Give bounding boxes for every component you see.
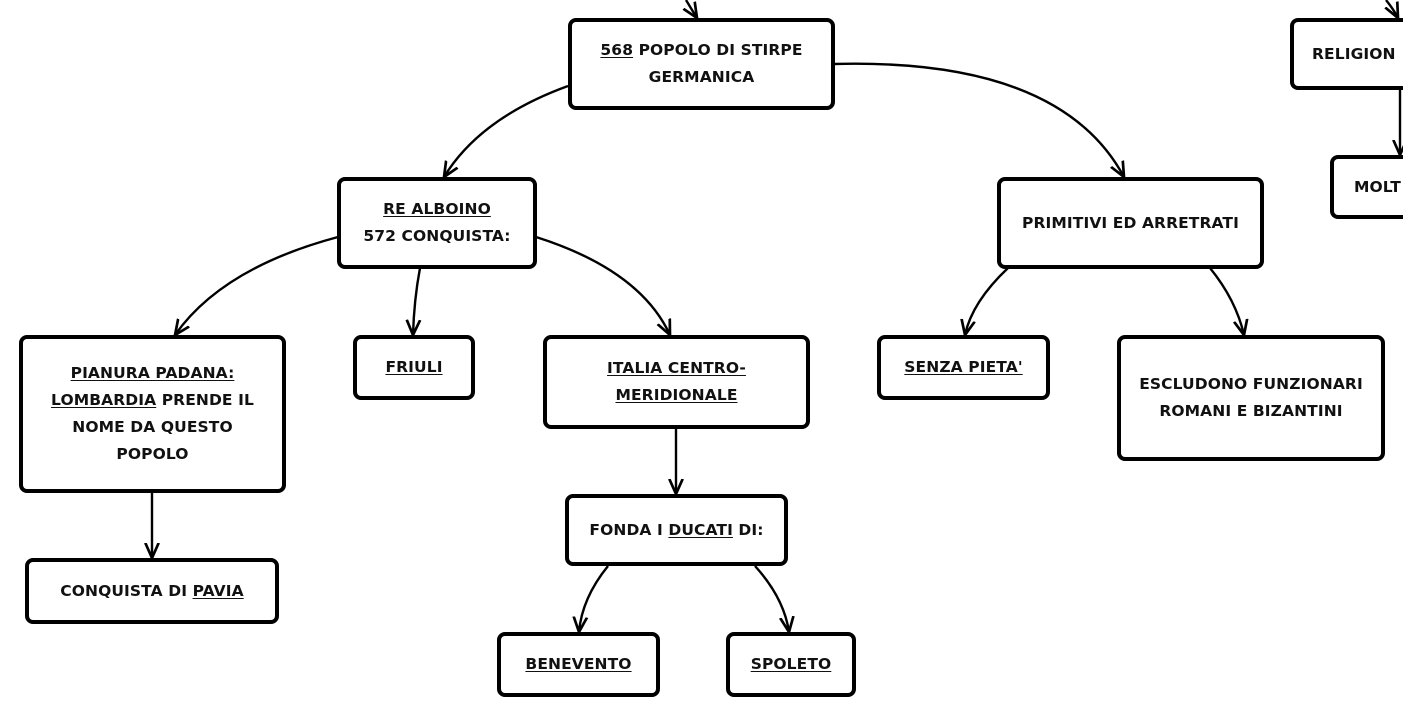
node-escludono[interactable]: ESCLUDONO FUNZIONARI ROMANI E BIZANTINI [1117, 335, 1385, 461]
italia-label-2: MERIDIONALE [615, 386, 738, 404]
node-benevento[interactable]: BENEVENTO [497, 632, 660, 697]
year-568: 568 [600, 41, 634, 59]
node-senza-pieta[interactable]: SENZA PIETA' [877, 335, 1050, 400]
lombardia-label: LOMBARDIA [51, 391, 157, 409]
edge-fonda-to-spoleto [754, 565, 789, 632]
node-religion[interactable]: RELIGION [1290, 18, 1403, 90]
di-label: DI: [732, 520, 764, 539]
node-friuli[interactable]: FRIULI [353, 335, 475, 400]
edge-top-to-popolo [686, 0, 697, 18]
node-popolo-germanico[interactable]: 568 POPOLO DI STIRPE GERMANICA [568, 18, 835, 110]
node-primitivi[interactable]: PRIMITIVI ED ARRETRATI [997, 177, 1264, 269]
edge-re-alboino-to-pianura [175, 235, 339, 335]
edge-fonda-to-benevento [579, 565, 609, 632]
italia-label-1: ITALIA CENTRO- [607, 359, 746, 377]
escludono-text-2: ROMANI E BIZANTINI [1159, 402, 1343, 420]
node-fonda-ducati[interactable]: FONDA I DUCATI DI: [565, 494, 788, 566]
node-conquista-pavia[interactable]: CONQUISTA DI PAVIA [25, 558, 279, 624]
re-alboino-label: RE ALBOINO [383, 200, 491, 218]
edge-popolo-to-re-alboino [444, 84, 569, 177]
pianura-text-4: POPOLO [116, 445, 189, 463]
benevento-label: BENEVENTO [525, 655, 632, 673]
pianura-text-3: NOME DA QUESTO [72, 418, 233, 436]
edge-re-alboino-to-italia [535, 235, 670, 335]
node-italia-centro-meridionale[interactable]: ITALIA CENTRO- MERIDIONALE [543, 335, 810, 429]
node-popolo-text-2: GERMANICA [648, 68, 755, 86]
conquista-di-label: CONQUISTA DI [60, 581, 193, 600]
edge-popolo-to-primitivi [833, 62, 1124, 177]
node-spoleto[interactable]: SPOLETO [726, 632, 856, 697]
religion-label: RELIGION [1312, 44, 1396, 63]
molt-label: MOLT [1354, 177, 1401, 196]
pianura-text-2: PRENDE IL [156, 391, 254, 409]
pianura-padana-label: PIANURA PADANA: [70, 364, 235, 382]
node-popolo-text: POPOLO DI STIRPE [633, 41, 803, 59]
node-re-alboino[interactable]: RE ALBOINO 572 CONQUISTA: [337, 177, 537, 269]
node-molt[interactable]: MOLT [1330, 155, 1403, 219]
escludono-text-1: ESCLUDONO FUNZIONARI [1139, 375, 1363, 393]
pavia-label: PAVIA [192, 581, 244, 600]
senza-pieta-label: SENZA PIETA' [904, 358, 1023, 376]
spoleto-label: SPOLETO [750, 655, 832, 673]
node-pianura-padana[interactable]: PIANURA PADANA: LOMBARDIA PRENDE IL NOME… [19, 335, 286, 493]
fonda-label: FONDA I [589, 520, 669, 539]
edge-primitivi-to-escludono [1209, 267, 1244, 335]
ducati-label: DUCATI [668, 520, 733, 539]
conquista-label: 572 CONQUISTA: [363, 227, 511, 245]
edge-top-to-religion [1386, 0, 1398, 18]
edge-re-alboino-to-friuli [413, 267, 420, 335]
primitivi-label: PRIMITIVI ED ARRETRATI [1022, 213, 1239, 232]
friuli-label: FRIULI [385, 358, 443, 376]
edge-primitivi-to-senza-pieta [965, 267, 1009, 335]
